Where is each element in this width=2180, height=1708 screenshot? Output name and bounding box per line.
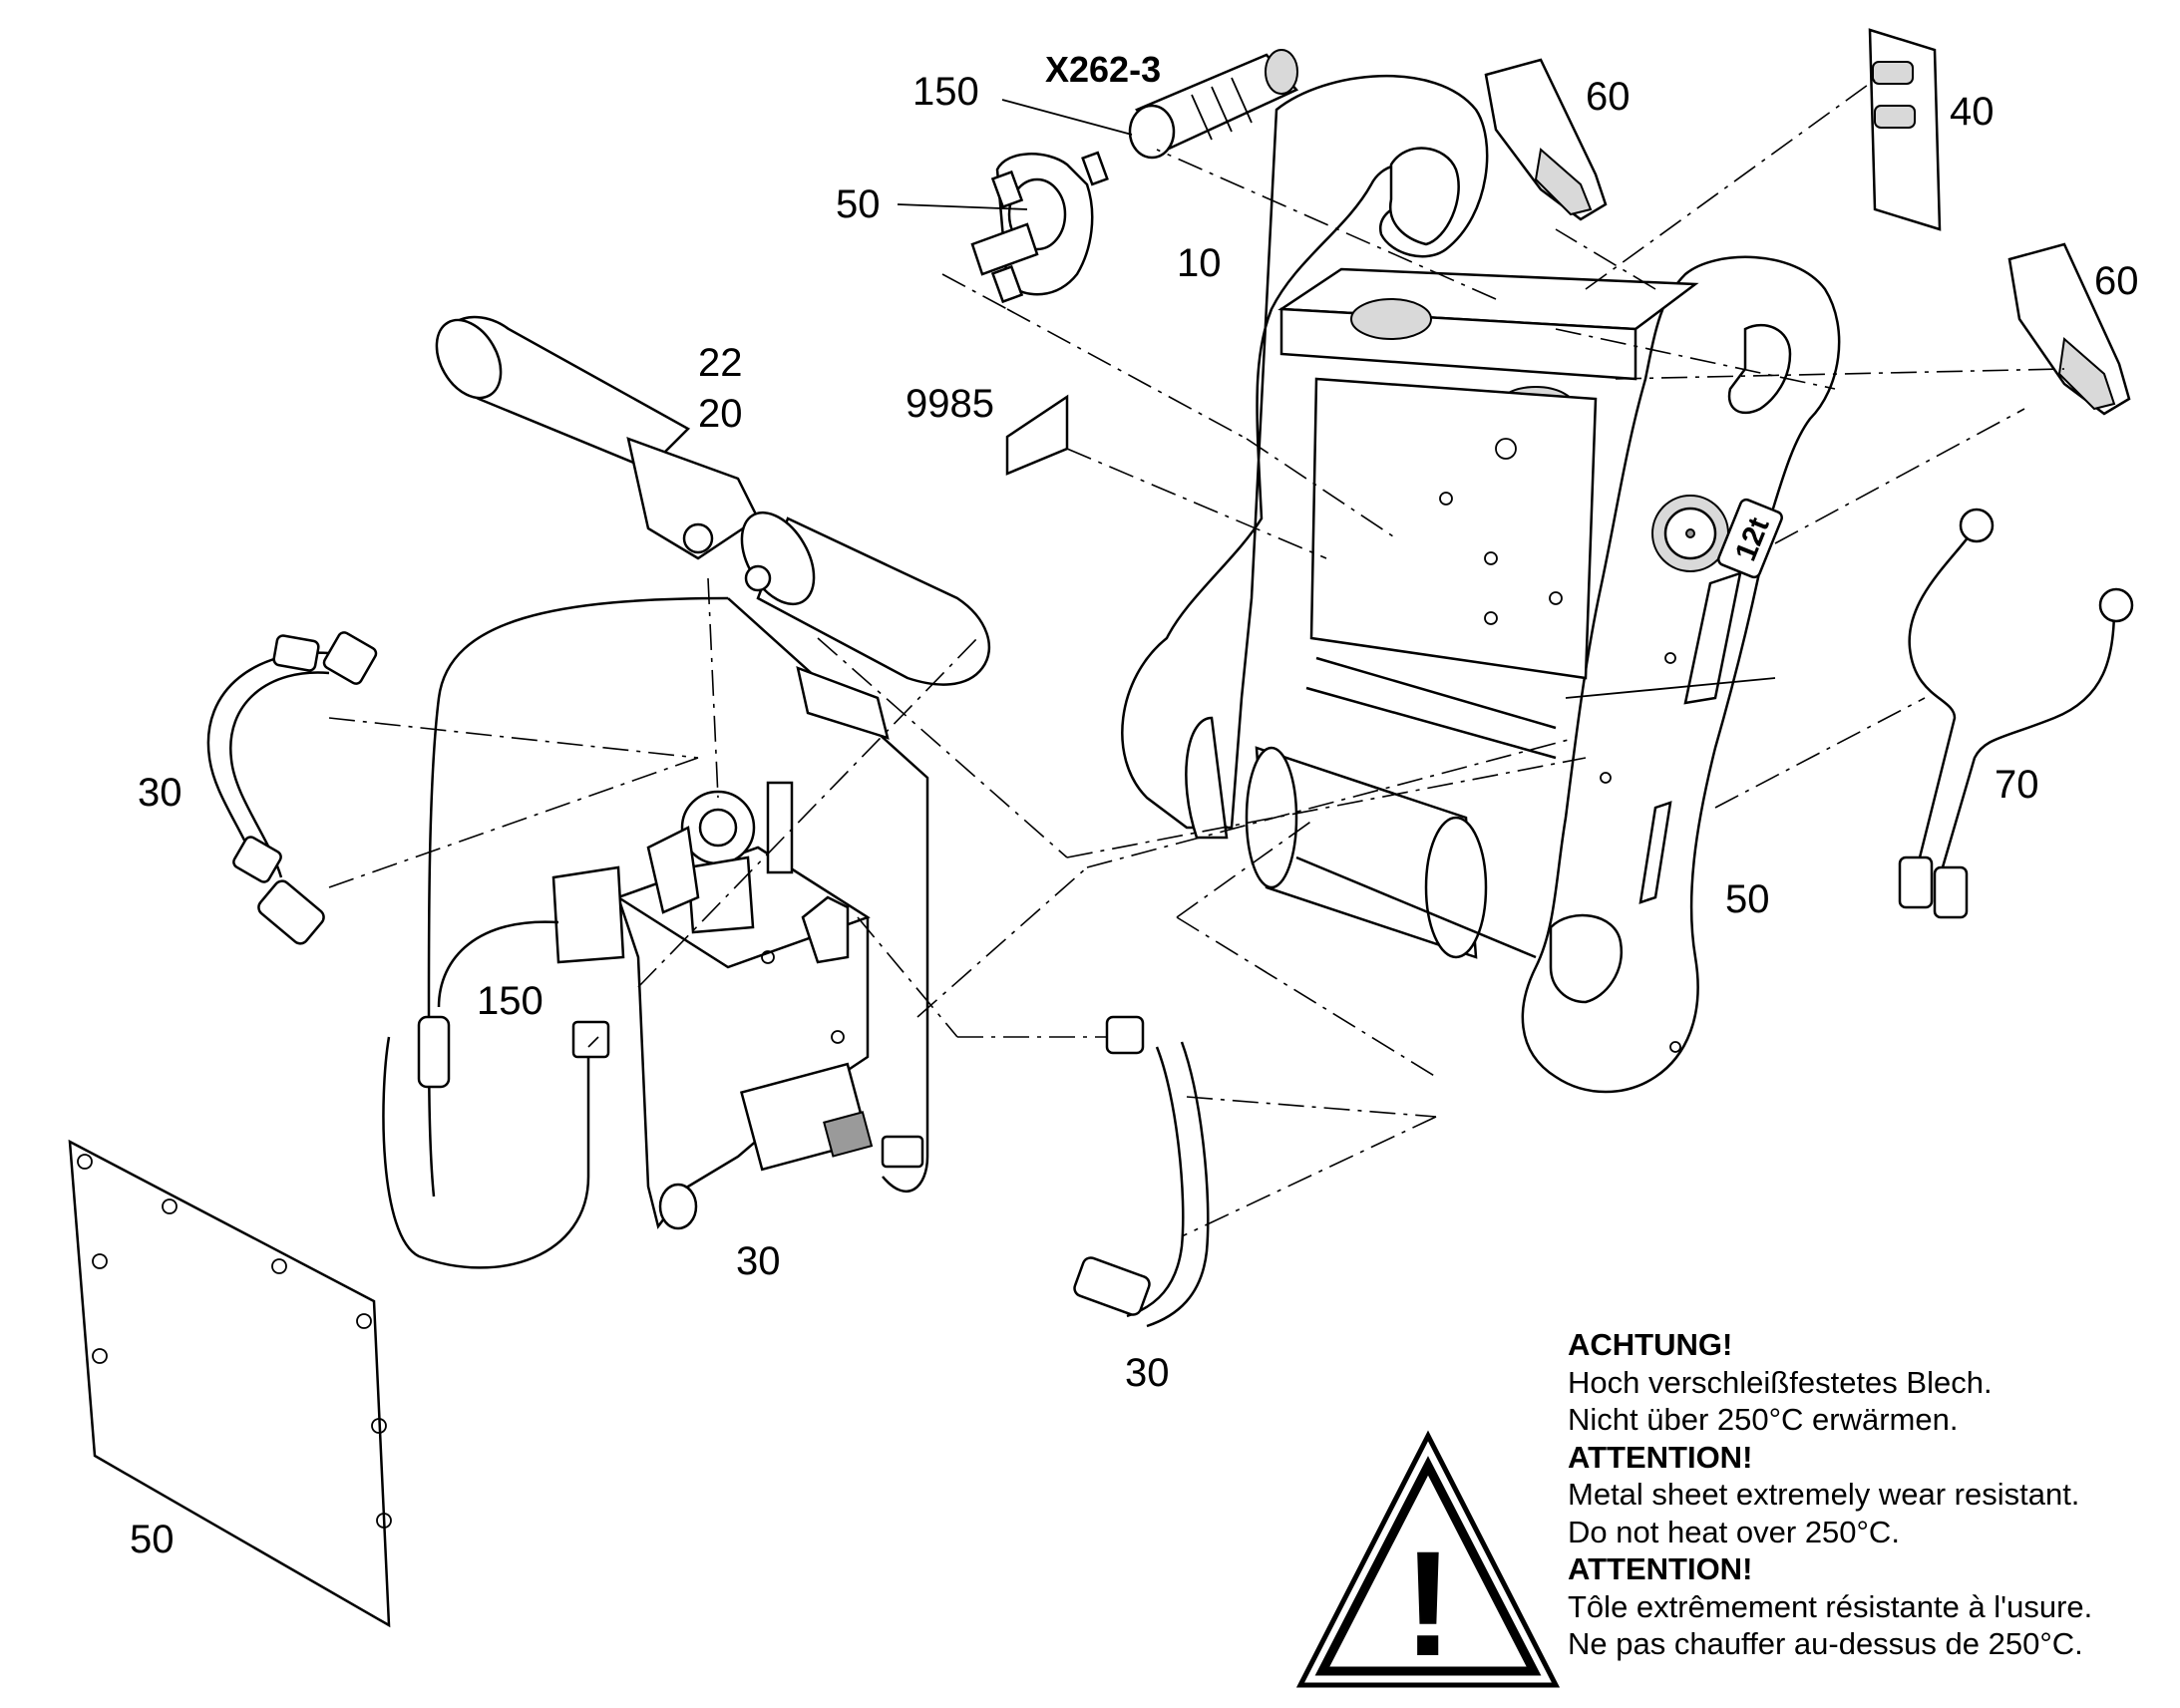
callout-150-top: 150: [912, 70, 979, 114]
callout-60-right: 60: [2094, 259, 2139, 303]
callout-20: 20: [698, 392, 743, 436]
warning-fr-head: ATTENTION!: [1568, 1551, 1753, 1586]
stud-plate: [1868, 28, 1942, 231]
proximity-sensor: [796, 666, 890, 740]
callout-9985: 9985: [906, 382, 994, 426]
callout-30-valve: 30: [736, 1239, 781, 1283]
wear-plate: [68, 1139, 392, 1628]
warning-de-line1: Hoch verschleißfestetes Blech.: [1568, 1364, 1993, 1400]
connector-plug-right: [881, 1135, 924, 1169]
callout-x262-3: X262-3: [1045, 49, 1161, 90]
callout-22: 22: [698, 341, 743, 385]
callout-60-top: 60: [1586, 75, 1631, 119]
callout-30-left: 30: [138, 771, 182, 815]
hose-left: [206, 631, 378, 945]
pipe-set: [1898, 508, 2134, 919]
callout-10: 10: [1177, 241, 1222, 285]
connector-flange: [970, 151, 1109, 304]
warning-triangle-icon: !: [1295, 1430, 1561, 1688]
callout-50-plate: 50: [130, 1518, 175, 1561]
hose-right: [1073, 1015, 1210, 1328]
wiring-harness: [427, 596, 729, 1197]
warning-fr-line1: Tôle extrêmement résistante à l'usure.: [1568, 1588, 2093, 1624]
warning-en-line2: Do not heat over 250°C.: [1568, 1514, 1900, 1549]
callout-150-mid: 150: [477, 979, 544, 1023]
warning-symbol: !: [1403, 1520, 1453, 1687]
callout-30-hose: 30: [1125, 1351, 1170, 1395]
hook-bracket-right: [2007, 242, 2131, 416]
plug-x262: [1128, 49, 1299, 160]
warning-text-block: ACHTUNG! Hoch verschleißfestetes Blech. …: [1568, 1326, 2166, 1663]
sticker-9985: [1005, 394, 1069, 476]
assembly-lines: [328, 79, 2065, 1237]
lock-cylinder: [435, 315, 991, 686]
connector-plug-left: [571, 1020, 610, 1059]
callout-labels: 150 X262-3 50 10 60 40 60 22 20 9985 30 …: [130, 49, 2139, 1561]
warning-fr-line2: Ne pas chauffer au-dessus de 250°C.: [1568, 1626, 2083, 1661]
coupler-frame: 12t: [1121, 75, 1841, 1094]
warning-en-head: ATTENTION!: [1568, 1439, 1753, 1475]
hook-bracket-top: [1484, 58, 1608, 221]
warning-de-head: ACHTUNG!: [1568, 1327, 1733, 1362]
callout-40: 40: [1950, 90, 1995, 134]
callout-70: 70: [1995, 763, 2039, 807]
callout-50-top: 50: [836, 182, 881, 226]
warning-en-line1: Metal sheet extremely wear resistant.: [1568, 1477, 2080, 1512]
leader-lines: [897, 99, 1776, 699]
warning-de-line2: Nicht über 250°C erwärmen.: [1568, 1402, 1959, 1437]
valve-block: [551, 781, 874, 1230]
callout-50-right: 50: [1725, 877, 1770, 921]
